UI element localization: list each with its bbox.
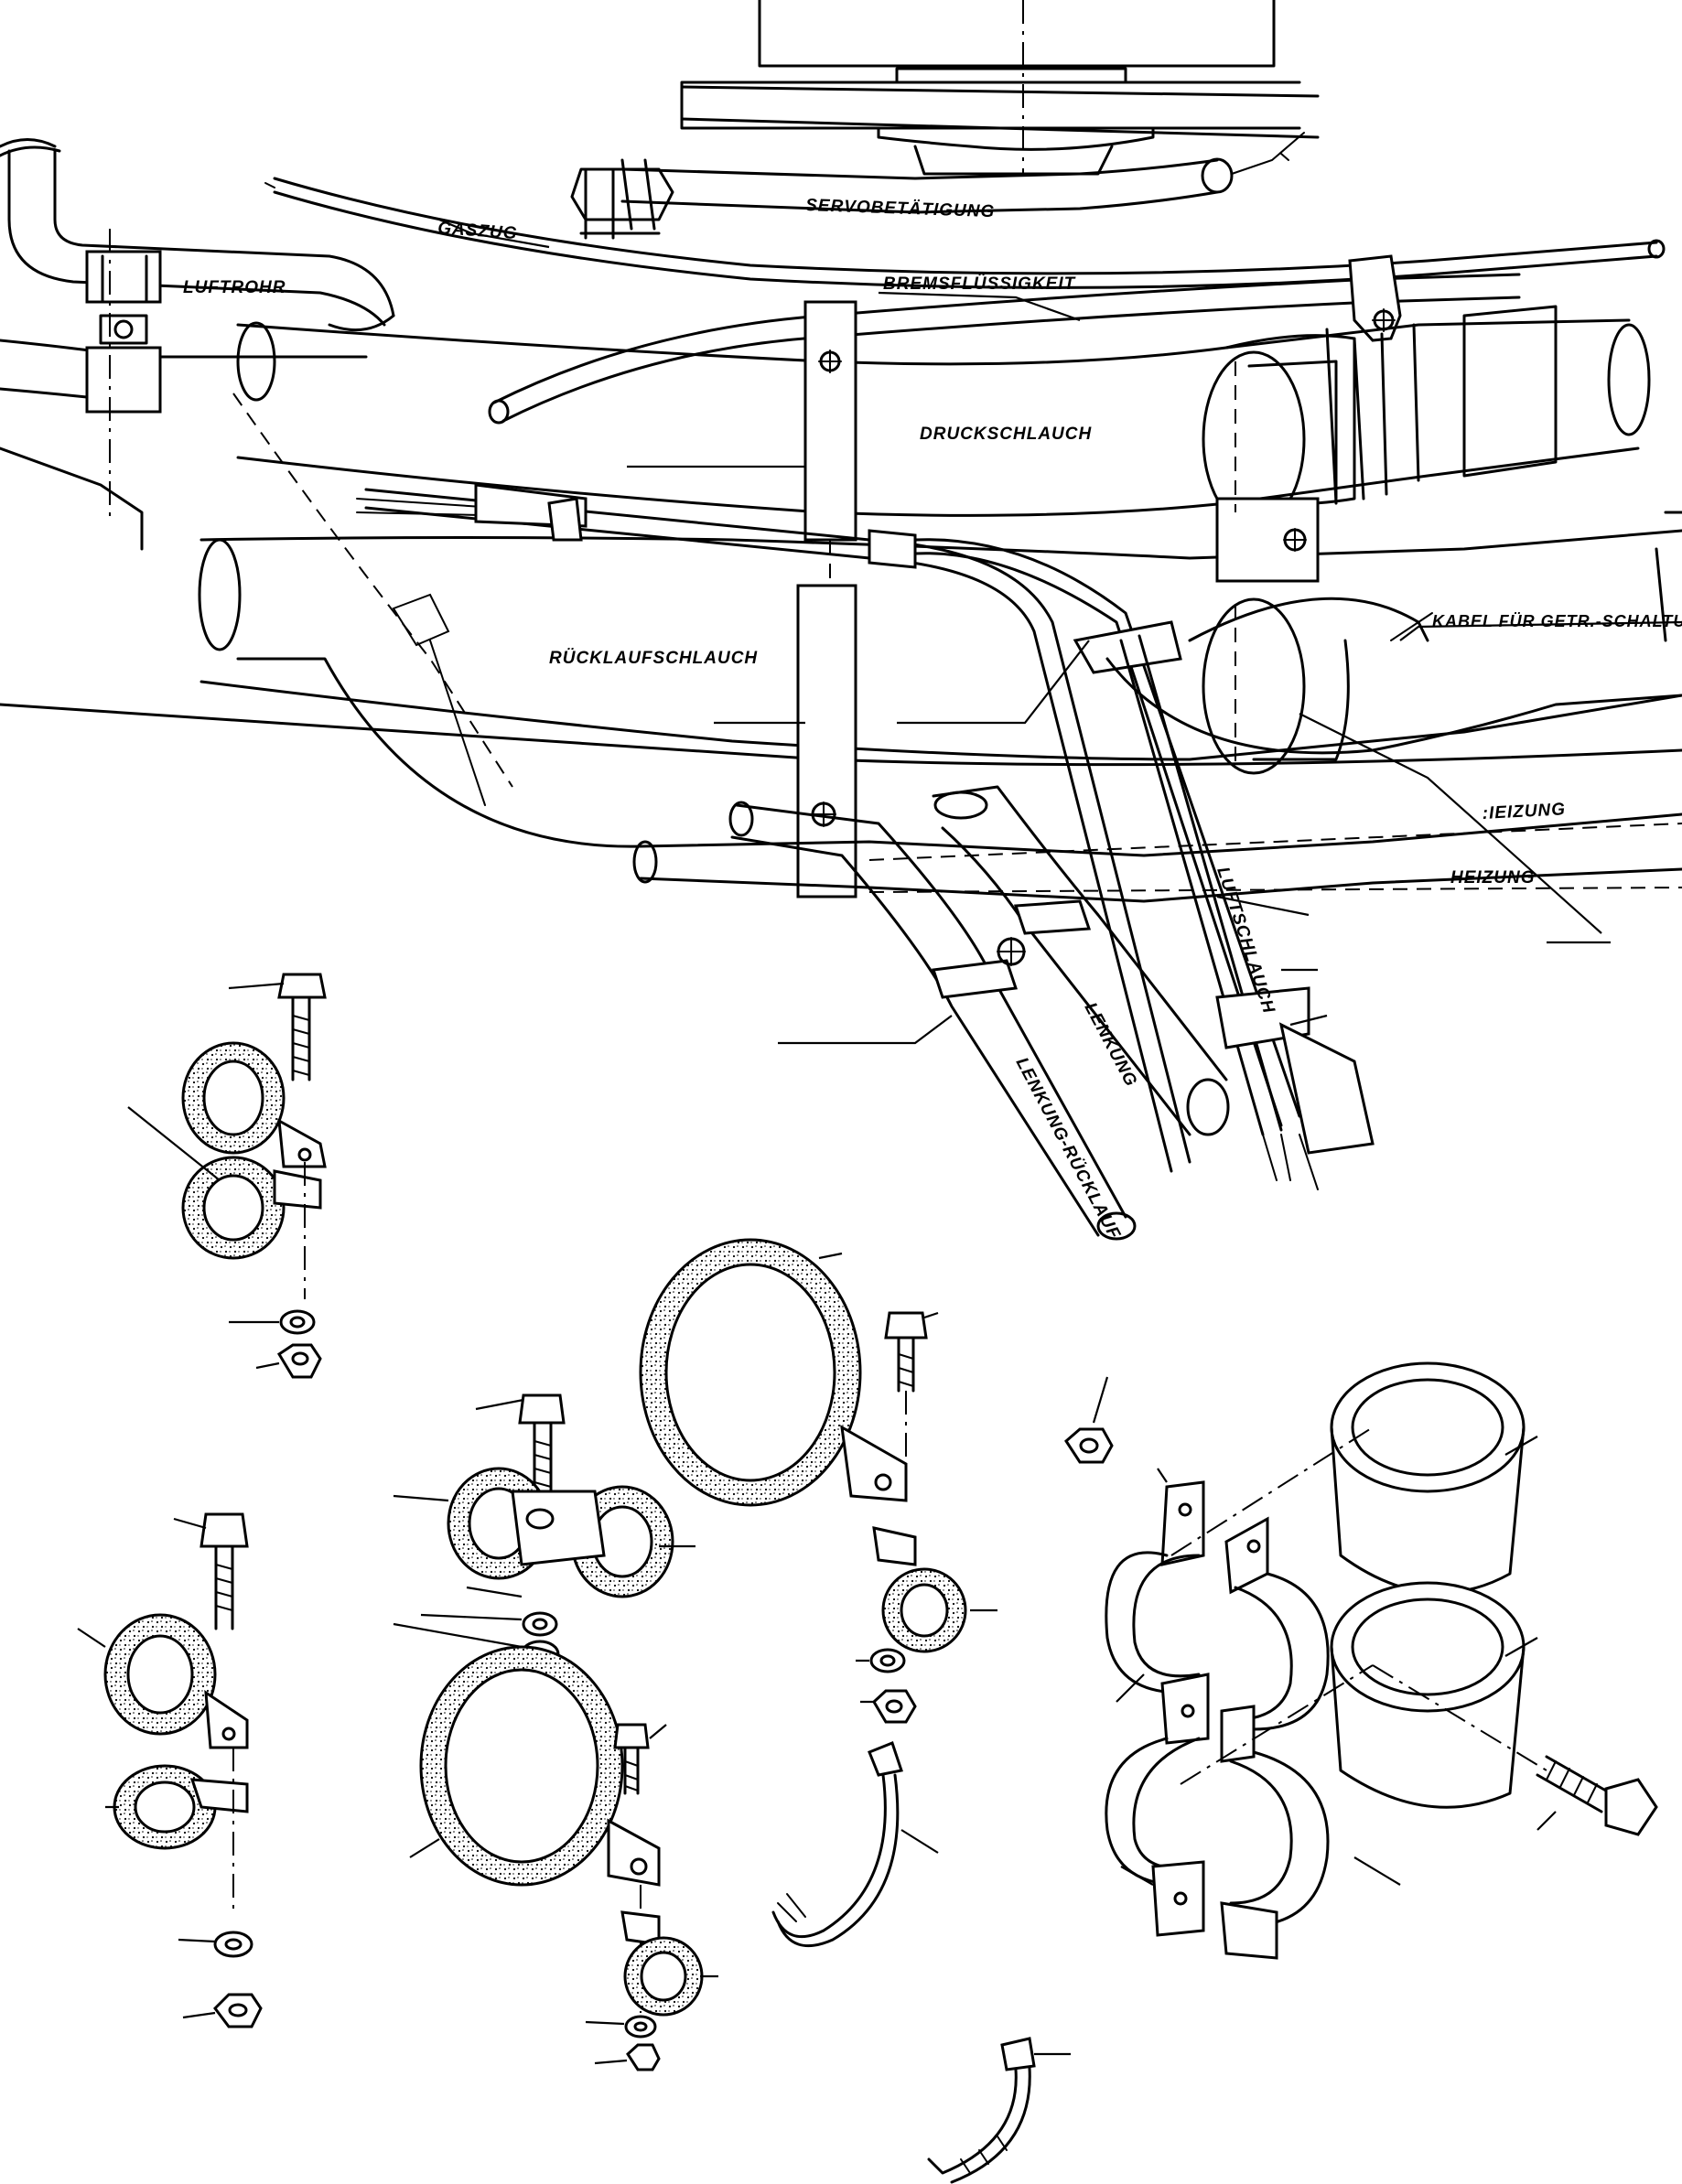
washer-icon xyxy=(869,1648,906,1673)
double-hose-clamp xyxy=(1202,350,1350,775)
nut-icon xyxy=(213,1993,263,2028)
hose-clamp-icon xyxy=(113,1764,249,1850)
cable-tie-icon xyxy=(927,2037,1071,2184)
clamp-set-c xyxy=(393,1393,695,1669)
hose-clamp-icon xyxy=(620,1910,704,2017)
clamp-set-e xyxy=(409,1645,718,2071)
label-bremsfluessigkeit: BREMSFLÜSSIGKEIT xyxy=(883,274,1076,294)
hose-clamp-icon xyxy=(103,1613,249,1749)
nut-icon xyxy=(626,2043,661,2071)
bracket-icon xyxy=(1220,1516,1330,1960)
label-heizung-1: :IEIZUNG xyxy=(1482,800,1566,823)
assembly-labels: GASZUG SERVOBETÄTIGUNG LUFTROHR BREMSFLÜ… xyxy=(183,196,1682,1243)
label-servobetaetigung: SERVOBETÄTIGUNG xyxy=(805,196,996,221)
bracket-assembly xyxy=(1105,1361,1658,1960)
heating-pipe xyxy=(232,393,1682,903)
bolt-icon xyxy=(613,1723,650,1795)
label-druckschlauch: DRUCKSCHLAUCH xyxy=(920,425,1092,444)
washer-icon xyxy=(624,2015,657,2039)
clamp-set-d xyxy=(639,1238,997,1724)
clamp-set-b xyxy=(77,1512,263,2028)
bolt-icon xyxy=(199,1512,249,1630)
washer-icon xyxy=(522,1611,558,1637)
pressure-hose xyxy=(236,305,1651,517)
steering-hoses xyxy=(728,785,1230,1241)
bolt-icon xyxy=(1536,1755,1658,1836)
label-gaszug: GASZUG xyxy=(437,219,519,243)
servo-pipe xyxy=(570,132,1305,240)
label-luftrohr: LUFTROHR xyxy=(183,278,286,297)
callout-leaders xyxy=(438,218,1682,1045)
nut-icon xyxy=(872,1689,917,1724)
label-kabel-getriebe: KABEL FÜR GETR.-SCHALTUI xyxy=(1432,612,1682,630)
label-ruecklaufschlauch: RÜCKLAUFSCHLAUCH xyxy=(549,649,758,668)
brake-fluid-line xyxy=(488,254,1521,425)
clamp-set-a xyxy=(127,973,327,1379)
washer-icon xyxy=(213,1931,253,1958)
bolt-icon xyxy=(277,973,327,1081)
cable-tie-icon xyxy=(771,1741,939,1948)
washer-icon xyxy=(279,1309,316,1335)
bracket-icon xyxy=(1105,1480,1210,1937)
hose-clamp-icon xyxy=(419,1645,661,1887)
label-lenkung-ruecklauf: LENKUNG-RÜCKLAUF xyxy=(1012,1054,1125,1243)
frame-parts xyxy=(680,0,1320,176)
label-heizung-2: HEIZUNG xyxy=(1450,868,1536,888)
air-pipe xyxy=(0,138,395,551)
hose-clamp-icon xyxy=(181,1041,327,1168)
gas-cable xyxy=(264,177,1666,289)
center-clamps xyxy=(796,300,857,898)
hose-clamp-icon xyxy=(181,1156,322,1260)
cable-bundle xyxy=(356,483,1682,1190)
sleeve-icon xyxy=(1330,1581,1526,1809)
assembly-view: GASZUG SERVOBETÄTIGUNG LUFTROHR BREMSFLÜ… xyxy=(0,0,1682,1243)
hose-clamp-icon xyxy=(639,1238,908,1507)
bolt-icon xyxy=(884,1311,928,1393)
nut-icon xyxy=(276,1343,322,1379)
nut-icon xyxy=(1064,1376,1114,1464)
hose-clamp-icon xyxy=(872,1526,967,1653)
exploded-parts xyxy=(77,973,1658,2184)
sleeve-icon xyxy=(1330,1361,1526,1595)
